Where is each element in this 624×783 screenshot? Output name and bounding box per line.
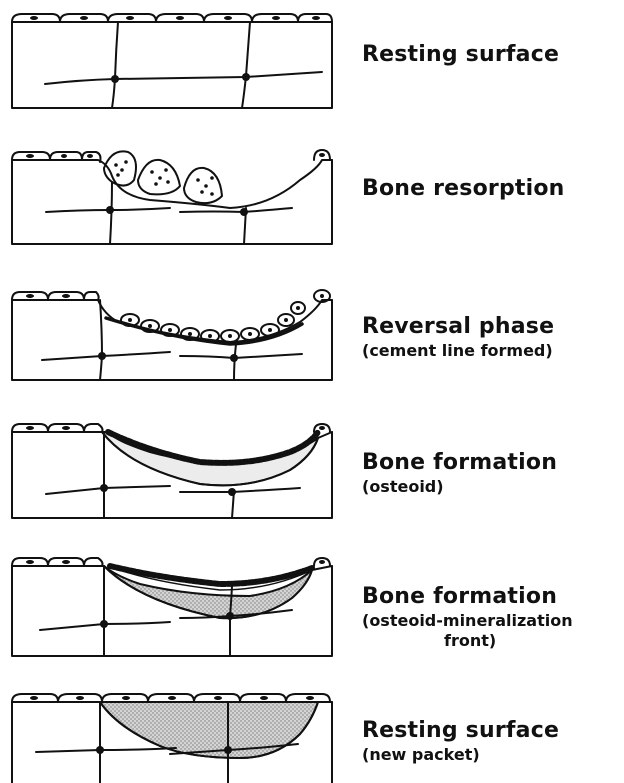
label-resting-surface: Resting surface — [362, 42, 559, 67]
stage-title: Reversal phase — [362, 314, 554, 339]
panel-reversal-phase — [12, 290, 332, 380]
stage-subtitle: (osteoid-mineralization — [362, 611, 573, 630]
panel-resting-surface — [12, 14, 332, 108]
panel-bone-formation-osteoid — [12, 424, 332, 518]
stage-title: Bone formation — [362, 450, 557, 475]
stage-title: Resting surface — [362, 718, 559, 743]
stage-title: Resting surface — [362, 42, 559, 67]
label-bone-formation-mineralization: Bone formation (osteoid-mineralization f… — [362, 584, 573, 650]
label-bone-formation-osteoid: Bone formation (osteoid) — [362, 450, 557, 496]
panel-bone-resorption — [12, 150, 332, 244]
label-reversal-phase: Reversal phase (cement line formed) — [362, 314, 554, 360]
stage-title: Bone resorption — [362, 176, 565, 201]
panel-bone-formation-mineralization — [12, 558, 332, 656]
stage-subtitle-continued: front) — [362, 631, 573, 650]
label-bone-resorption: Bone resorption — [362, 176, 565, 201]
stage-subtitle: (new packet) — [362, 745, 559, 764]
panel-resting-new-packet — [12, 694, 332, 783]
label-resting-new-packet: Resting surface (new packet) — [362, 718, 559, 764]
stage-title: Bone formation — [362, 584, 573, 609]
stage-subtitle: (cement line formed) — [362, 341, 554, 360]
stage-subtitle: (osteoid) — [362, 477, 557, 496]
